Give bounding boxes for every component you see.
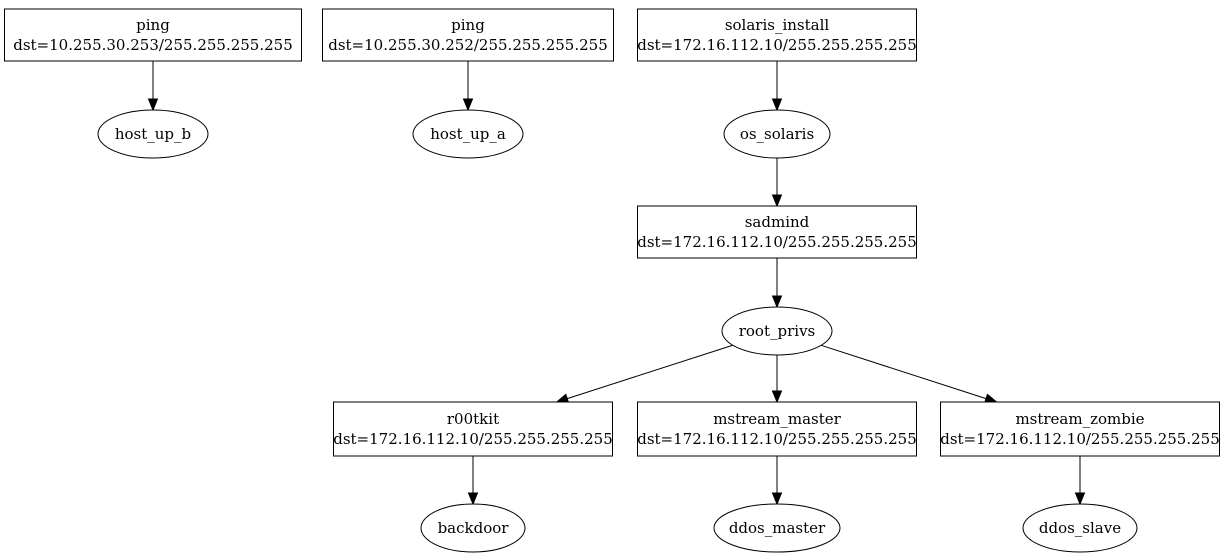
edge-sadmind-to-root_privs [771, 258, 783, 309]
node-box [637, 401, 917, 457]
node-ping-b: ping dst=10.255.30.253/255.255.255.255 [4, 8, 302, 62]
node-title: mstream_master [713, 410, 841, 428]
node-mstream-zombie: mstream_zombie dst=172.16.112.10/255.255.… [940, 401, 1220, 457]
node-detail: dst=10.255.30.253/255.255.255.255 [13, 36, 293, 54]
edge-root_privs-to-mstream_master [771, 355, 783, 404]
edge-ping_a-to-host_up_a [462, 61, 474, 112]
arrowhead [771, 390, 783, 404]
node-ddos-master: ddos_master [713, 503, 841, 553]
node-r00tkit: r00tkit dst=172.16.112.10/255.255.255.255 [333, 401, 613, 457]
edge-root_privs-to-r00tkit [555, 344, 733, 404]
arrowhead [771, 194, 783, 208]
node-title: ping [451, 16, 485, 34]
node-title: os_solaris [740, 125, 814, 143]
edge-solaris_install-to-os_solaris [771, 61, 783, 112]
edges-layer [147, 61, 1086, 506]
edge-root_privs-to-mstream_zombie [821, 344, 998, 404]
node-ellipse [1022, 503, 1138, 553]
node-ellipse [713, 503, 841, 553]
node-host-up-a: host_up_a [412, 109, 524, 159]
node-box [322, 8, 614, 62]
node-title: sadmind [745, 213, 810, 231]
node-ddos-slave: ddos_slave [1022, 503, 1138, 553]
node-title: solaris_install [725, 16, 830, 34]
node-detail: dst=172.16.112.10/255.255.255.255 [637, 233, 917, 251]
node-box [637, 205, 917, 259]
arrowhead [771, 295, 783, 309]
arrowhead [1074, 492, 1086, 506]
node-detail: dst=172.16.112.10/255.255.255.255 [637, 430, 917, 448]
node-sadmind: sadmind dst=172.16.112.10/255.255.255.255 [637, 205, 917, 259]
node-ellipse [721, 306, 833, 356]
node-title: ddos_master [729, 519, 826, 537]
node-ellipse [97, 109, 209, 159]
arrowhead [462, 98, 474, 112]
arrowhead [467, 492, 479, 506]
edge-ping_b-to-host_up_b [147, 61, 159, 112]
node-solaris-install: solaris_install dst=172.16.112.10/255.255… [637, 8, 917, 62]
arrowhead [771, 98, 783, 112]
edge-r00tkit-to-backdoor [467, 456, 479, 506]
node-title: backdoor [438, 519, 510, 537]
node-mstream-master: mstream_master dst=172.16.112.10/255.255.… [637, 401, 917, 457]
node-host-up-b: host_up_b [97, 109, 209, 159]
node-title: ddos_slave [1039, 519, 1121, 537]
nodes-layer: ping dst=10.255.30.253/255.255.255.255 hos… [4, 8, 1220, 553]
node-detail: dst=172.16.112.10/255.255.255.255 [637, 36, 917, 54]
edge-line [567, 344, 733, 400]
node-box [940, 401, 1220, 457]
node-box [333, 401, 613, 457]
node-title: host_up_a [430, 125, 506, 143]
edge-line [821, 344, 987, 400]
edge-mstream_zombie-to-ddos_slave [1074, 456, 1086, 506]
node-ping-a: ping dst=10.255.30.252/255.255.255.255 [322, 8, 614, 62]
arrowhead [771, 492, 783, 506]
node-ellipse [420, 503, 526, 553]
node-os-solaris: os_solaris [723, 109, 831, 159]
node-ellipse [412, 109, 524, 159]
edge-os_solaris-to-sadmind [771, 158, 783, 208]
node-root-privs: root_privs [721, 306, 833, 356]
node-detail: dst=10.255.30.252/255.255.255.255 [328, 36, 608, 54]
arrowhead [147, 98, 159, 112]
node-detail: dst=172.16.112.10/255.255.255.255 [940, 430, 1220, 448]
edge-mstream_master-to-ddos_master [771, 456, 783, 506]
node-ellipse [723, 109, 831, 159]
node-box [637, 8, 917, 62]
node-title: host_up_b [115, 125, 191, 143]
node-title: r00tkit [447, 410, 499, 428]
node-backdoor: backdoor [420, 503, 526, 553]
node-detail: dst=172.16.112.10/255.255.255.255 [333, 430, 613, 448]
node-title: ping [136, 16, 170, 34]
node-title: mstream_zombie [1015, 410, 1144, 428]
node-box [4, 8, 302, 62]
node-title: root_privs [739, 322, 816, 340]
